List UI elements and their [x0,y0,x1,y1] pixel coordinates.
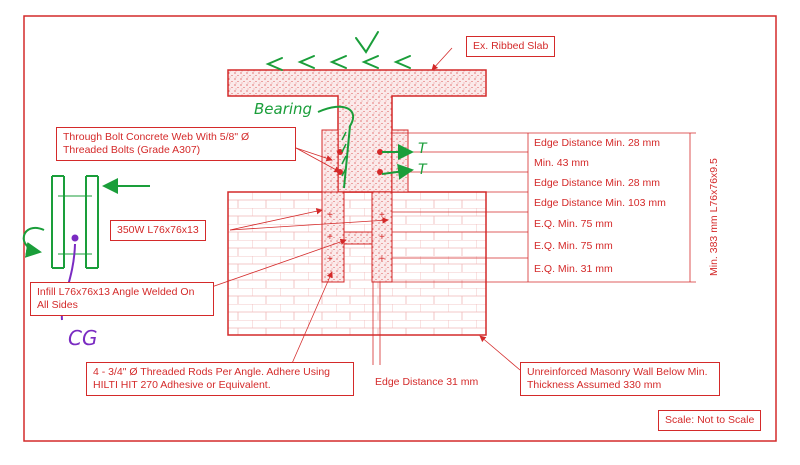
through-bolt-label: Through Bolt Concrete Web With 5/8" Ø Th… [56,127,296,161]
angle-left-upper [321,129,339,193]
dim-1: Edge Distance Min. 28 mm [534,137,661,149]
edge-bottom-label: Edge Distance 31 mm [375,376,479,388]
bearing-leader [317,105,355,189]
svg-text:+: + [379,232,385,243]
wall-label: Unreinforced Masonry Wall Below Min. Thi… [520,362,720,396]
bearing-label: Bearing [254,100,313,118]
masonry-wall [227,191,487,336]
svg-text:+: + [327,210,333,221]
angle-sketch [22,175,150,269]
angle-right-upper [391,129,409,193]
vertical-dim-label: Min. 383 mm L76x76x9.5 [708,158,720,276]
tension-arrow-2 [381,163,414,180]
dim-6: E.Q. Min. 75 mm [534,240,613,252]
scale-label: Scale: Not to Scale [658,410,762,431]
sheet-border [23,15,777,442]
angle-left-lower [321,191,345,283]
rods-label: 4 - 3/4" Ø Threaded Rods Per Angle. Adhe… [86,362,354,396]
tension-label-1: T [418,141,427,157]
infill-label: Infill L76x76x13 Angle Welded On All Sid… [30,282,214,316]
bolts: + + + + + + [327,149,385,265]
svg-text:+: + [379,210,385,221]
svg-text:+: + [379,254,385,265]
svg-text:+: + [327,254,333,265]
dim-5: E.Q. Min. 75 mm [534,218,613,230]
dimension-lines [372,132,696,365]
bearing-hatch [341,131,347,177]
slab-label: Ex. Ribbed Slab [466,36,556,57]
angle-label: 350W L76x76x13 [110,220,206,241]
dim-4: Edge Distance Min. 103 mm [534,197,666,209]
tension-label-2: T [418,162,427,178]
svg-text:+: + [327,232,333,243]
dim-7: E.Q. Min. 31 mm [534,263,613,275]
load-arrows [265,31,411,71]
cg-label: CG [68,326,98,350]
dim-2: Min. 43 mm [534,157,589,169]
dim-3: Edge Distance Min. 28 mm [534,177,661,189]
cg-dot [71,234,79,242]
infill-angle [343,231,373,245]
